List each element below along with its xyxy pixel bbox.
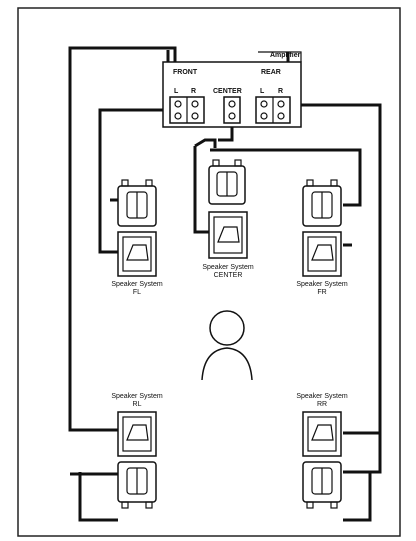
terminal-front-r-plus [191,100,199,108]
center-terminal-block [223,96,241,124]
wire-rl-minus-b [78,472,118,522]
terminal-rear-r-plus [277,100,285,108]
wire-fl-plus [98,108,168,254]
terminal-front-l-plus [174,100,182,108]
speaker-fr-label-line2: FR [317,289,326,296]
speaker-fl-back-view [117,179,157,227]
amplifier-title: Amplifier [270,52,301,59]
amplifier-rear-r-label: R [278,88,283,95]
amplifier-rear-l-label: L [260,88,265,95]
speaker-fr: Speaker System FR [296,179,348,296]
terminal-rear-l-plus [260,100,268,108]
terminal-rear-l-minus [260,112,268,120]
wire-rr-minus-b [343,472,372,522]
speaker-rl-label-line1: Speaker System [111,393,163,400]
speaker-rr-front-view [302,411,342,457]
terminal-front-r-minus [191,112,199,120]
speaker-rr-back-view [302,461,342,509]
amplifier-label-leader [258,51,302,62]
speaker-center-front-view [208,211,248,259]
speaker-rl-label-line2: RL [133,401,142,408]
wire-fr-plus [210,148,362,207]
speaker-fl-label-line2: FL [133,289,141,296]
speaker-center-back-view [208,159,246,205]
amplifier-rear-label: REAR [261,69,281,76]
wire-rr-plus [265,103,382,474]
terminal-front-l-minus [174,112,182,120]
terminal-center-plus [228,100,236,108]
speaker-wires [68,46,382,522]
speaker-rr-label-line1: Speaker System [296,393,348,400]
speaker-fl-front-view [117,231,157,277]
speaker-rr-label-line2: RR [317,401,327,408]
page-frame [17,7,401,537]
wire-center-minus [194,138,217,148]
wire-center-link [218,125,234,142]
amplifier: Amplifier FRONT CENTER REAR L R L R [162,51,302,128]
amplifier-center-label: CENTER [213,88,242,95]
speaker-rl-front-view [117,411,157,457]
amplifier-front-l-label: L [174,88,179,95]
speaker-rl: Speaker System RL [111,393,163,509]
speaker-rr: Speaker System RR [296,393,348,509]
speaker-fl: Speaker System FL [111,179,163,296]
terminal-rear-r-minus [277,112,285,120]
listener-figure [201,310,253,381]
listener-head [209,310,245,346]
speaker-rl-back-view [117,461,157,509]
speaker-fr-back-view [302,179,342,227]
speaker-fr-front-view [302,231,342,277]
amplifier-front-r-label: R [191,88,196,95]
speaker-center-label-line2: CENTER [214,272,243,279]
speaker-fr-label-line1: Speaker System [296,281,348,288]
terminal-center-minus [228,112,236,120]
speaker-fl-label-line1: Speaker System [111,281,163,288]
amplifier-front-label: FRONT [173,69,198,76]
speaker-center-label-line1: Speaker System [202,264,254,271]
wire-rl-plus [68,46,177,432]
speaker-center: Speaker System CENTER [202,159,254,279]
wire-center-plus [193,146,209,234]
listener-body [201,347,253,381]
